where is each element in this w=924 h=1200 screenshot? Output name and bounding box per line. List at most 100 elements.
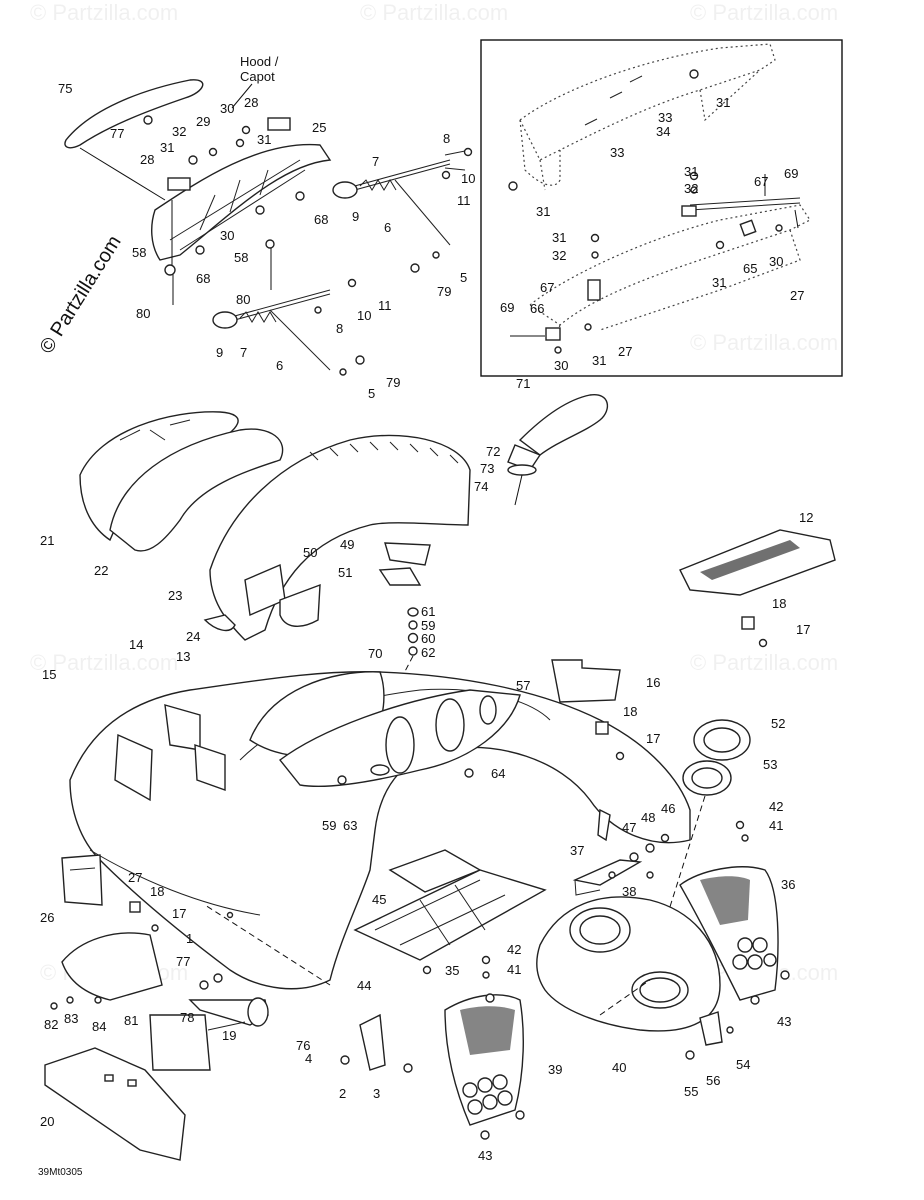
callout-79: 79 (437, 284, 451, 299)
vent-rings (649, 719, 751, 971)
callout-8: 8 (443, 131, 450, 146)
mounting-bracket (572, 833, 670, 896)
callout-32: 32 (552, 248, 566, 263)
part-28-pad (267, 117, 291, 131)
callout-58: 58 (132, 245, 146, 260)
callout-43: 43 (777, 1014, 791, 1029)
hood-label-line1: Hood / (240, 54, 279, 69)
hood-cable-assembly (212, 147, 473, 376)
callout-18: 18 (772, 596, 786, 611)
callout-27: 27 (790, 288, 804, 303)
part-49 (384, 542, 431, 566)
callout-71: 71 (516, 376, 530, 391)
part-13-panel (194, 744, 226, 791)
hood-frame-assembly (64, 79, 332, 305)
callout-11: 11 (378, 298, 392, 313)
callout-58: 58 (234, 250, 248, 265)
callout-31: 31 (684, 164, 698, 179)
callout-34: 34 (656, 124, 670, 139)
callout-31: 31 (257, 132, 271, 147)
fastener-stack (389, 607, 419, 701)
callout-37: 37 (570, 843, 584, 858)
callout-3: 3 (373, 1086, 380, 1101)
callout-78: 78 (180, 1010, 194, 1025)
right-side-parts (551, 616, 768, 761)
watermark: © Partzilla.com (690, 650, 838, 675)
callout-28: 28 (244, 95, 258, 110)
callout-68: 68 (196, 271, 210, 286)
callout-8: 8 (336, 321, 343, 336)
callout-39: 39 (548, 1062, 562, 1077)
callout-19: 19 (222, 1028, 236, 1043)
callout-54: 54 (736, 1057, 750, 1072)
part-26-bracket (61, 854, 103, 906)
callout-4: 4 (305, 1051, 312, 1066)
callout-29: 29 (196, 114, 210, 129)
callout-49: 49 (340, 537, 354, 552)
callout-27: 27 (618, 344, 632, 359)
assembly-lines (204, 904, 651, 1016)
callout-46: 46 (661, 801, 675, 816)
part-15-panel (114, 733, 153, 802)
callout-77: 77 (110, 126, 124, 141)
part-37-bracket (572, 859, 643, 886)
callout-67: 67 (754, 174, 768, 189)
callout-55: 55 (684, 1084, 698, 1099)
callout-31: 31 (592, 353, 606, 368)
callout-7: 7 (372, 154, 379, 169)
part-12-grille (679, 529, 836, 596)
callout-66: 66 (530, 301, 544, 316)
watermark: © Partzilla.com (30, 650, 178, 675)
callout-22: 22 (94, 563, 108, 578)
callout-35: 35 (445, 963, 459, 978)
callout-31: 31 (716, 95, 730, 110)
part-39-side-panel (444, 955, 525, 1140)
part-22-shield (109, 428, 284, 552)
callout-31: 31 (536, 204, 550, 219)
callout-7: 7 (240, 345, 247, 360)
callout-56: 56 (706, 1073, 720, 1088)
callout-26: 26 (40, 910, 54, 925)
callout-40: 40 (612, 1060, 626, 1075)
callout-13: 13 (176, 649, 190, 664)
callout-25: 25 (312, 120, 326, 135)
diagram-code: 39Mt0305 (38, 1167, 83, 1178)
part-18-clip (595, 721, 609, 735)
callout-11: 11 (457, 193, 471, 208)
callout-16: 16 (646, 675, 660, 690)
callout-15: 15 (42, 667, 56, 682)
callout-62: 62 (421, 645, 435, 660)
callout-42: 42 (507, 942, 521, 957)
storage-tray (353, 849, 547, 975)
watermark: © Partzilla.com (360, 0, 508, 25)
callout-80: 80 (236, 292, 250, 307)
callout-79: 79 (386, 375, 400, 390)
part-36-side-panel (679, 820, 790, 1005)
part-25-hood-support (151, 143, 332, 261)
callout-36: 36 (781, 877, 795, 892)
callout-80: 80 (136, 306, 150, 321)
part-2-bracket (359, 1013, 386, 1071)
callout-74: 74 (474, 479, 488, 494)
callout-53: 53 (763, 757, 777, 772)
part-71-mirror (518, 394, 609, 456)
watermark: © Partzilla.com (690, 330, 838, 355)
callout-69: 69 (784, 166, 798, 181)
callout-5: 5 (460, 270, 467, 285)
callout-57: 57 (516, 678, 530, 693)
callout-18: 18 (623, 704, 637, 719)
callout-84: 84 (92, 1019, 106, 1034)
callout-1: 1 (186, 931, 193, 946)
callout-5: 5 (368, 386, 375, 401)
callout-69: 69 (500, 300, 514, 315)
callout-17: 17 (796, 622, 810, 637)
callout-68: 68 (314, 212, 328, 227)
callout-9: 9 (216, 345, 223, 360)
callout-41: 41 (769, 818, 783, 833)
callout-52: 52 (771, 716, 785, 731)
callout-42: 42 (769, 799, 783, 814)
inset-frame (480, 39, 843, 377)
part-51-bracket (279, 583, 321, 627)
